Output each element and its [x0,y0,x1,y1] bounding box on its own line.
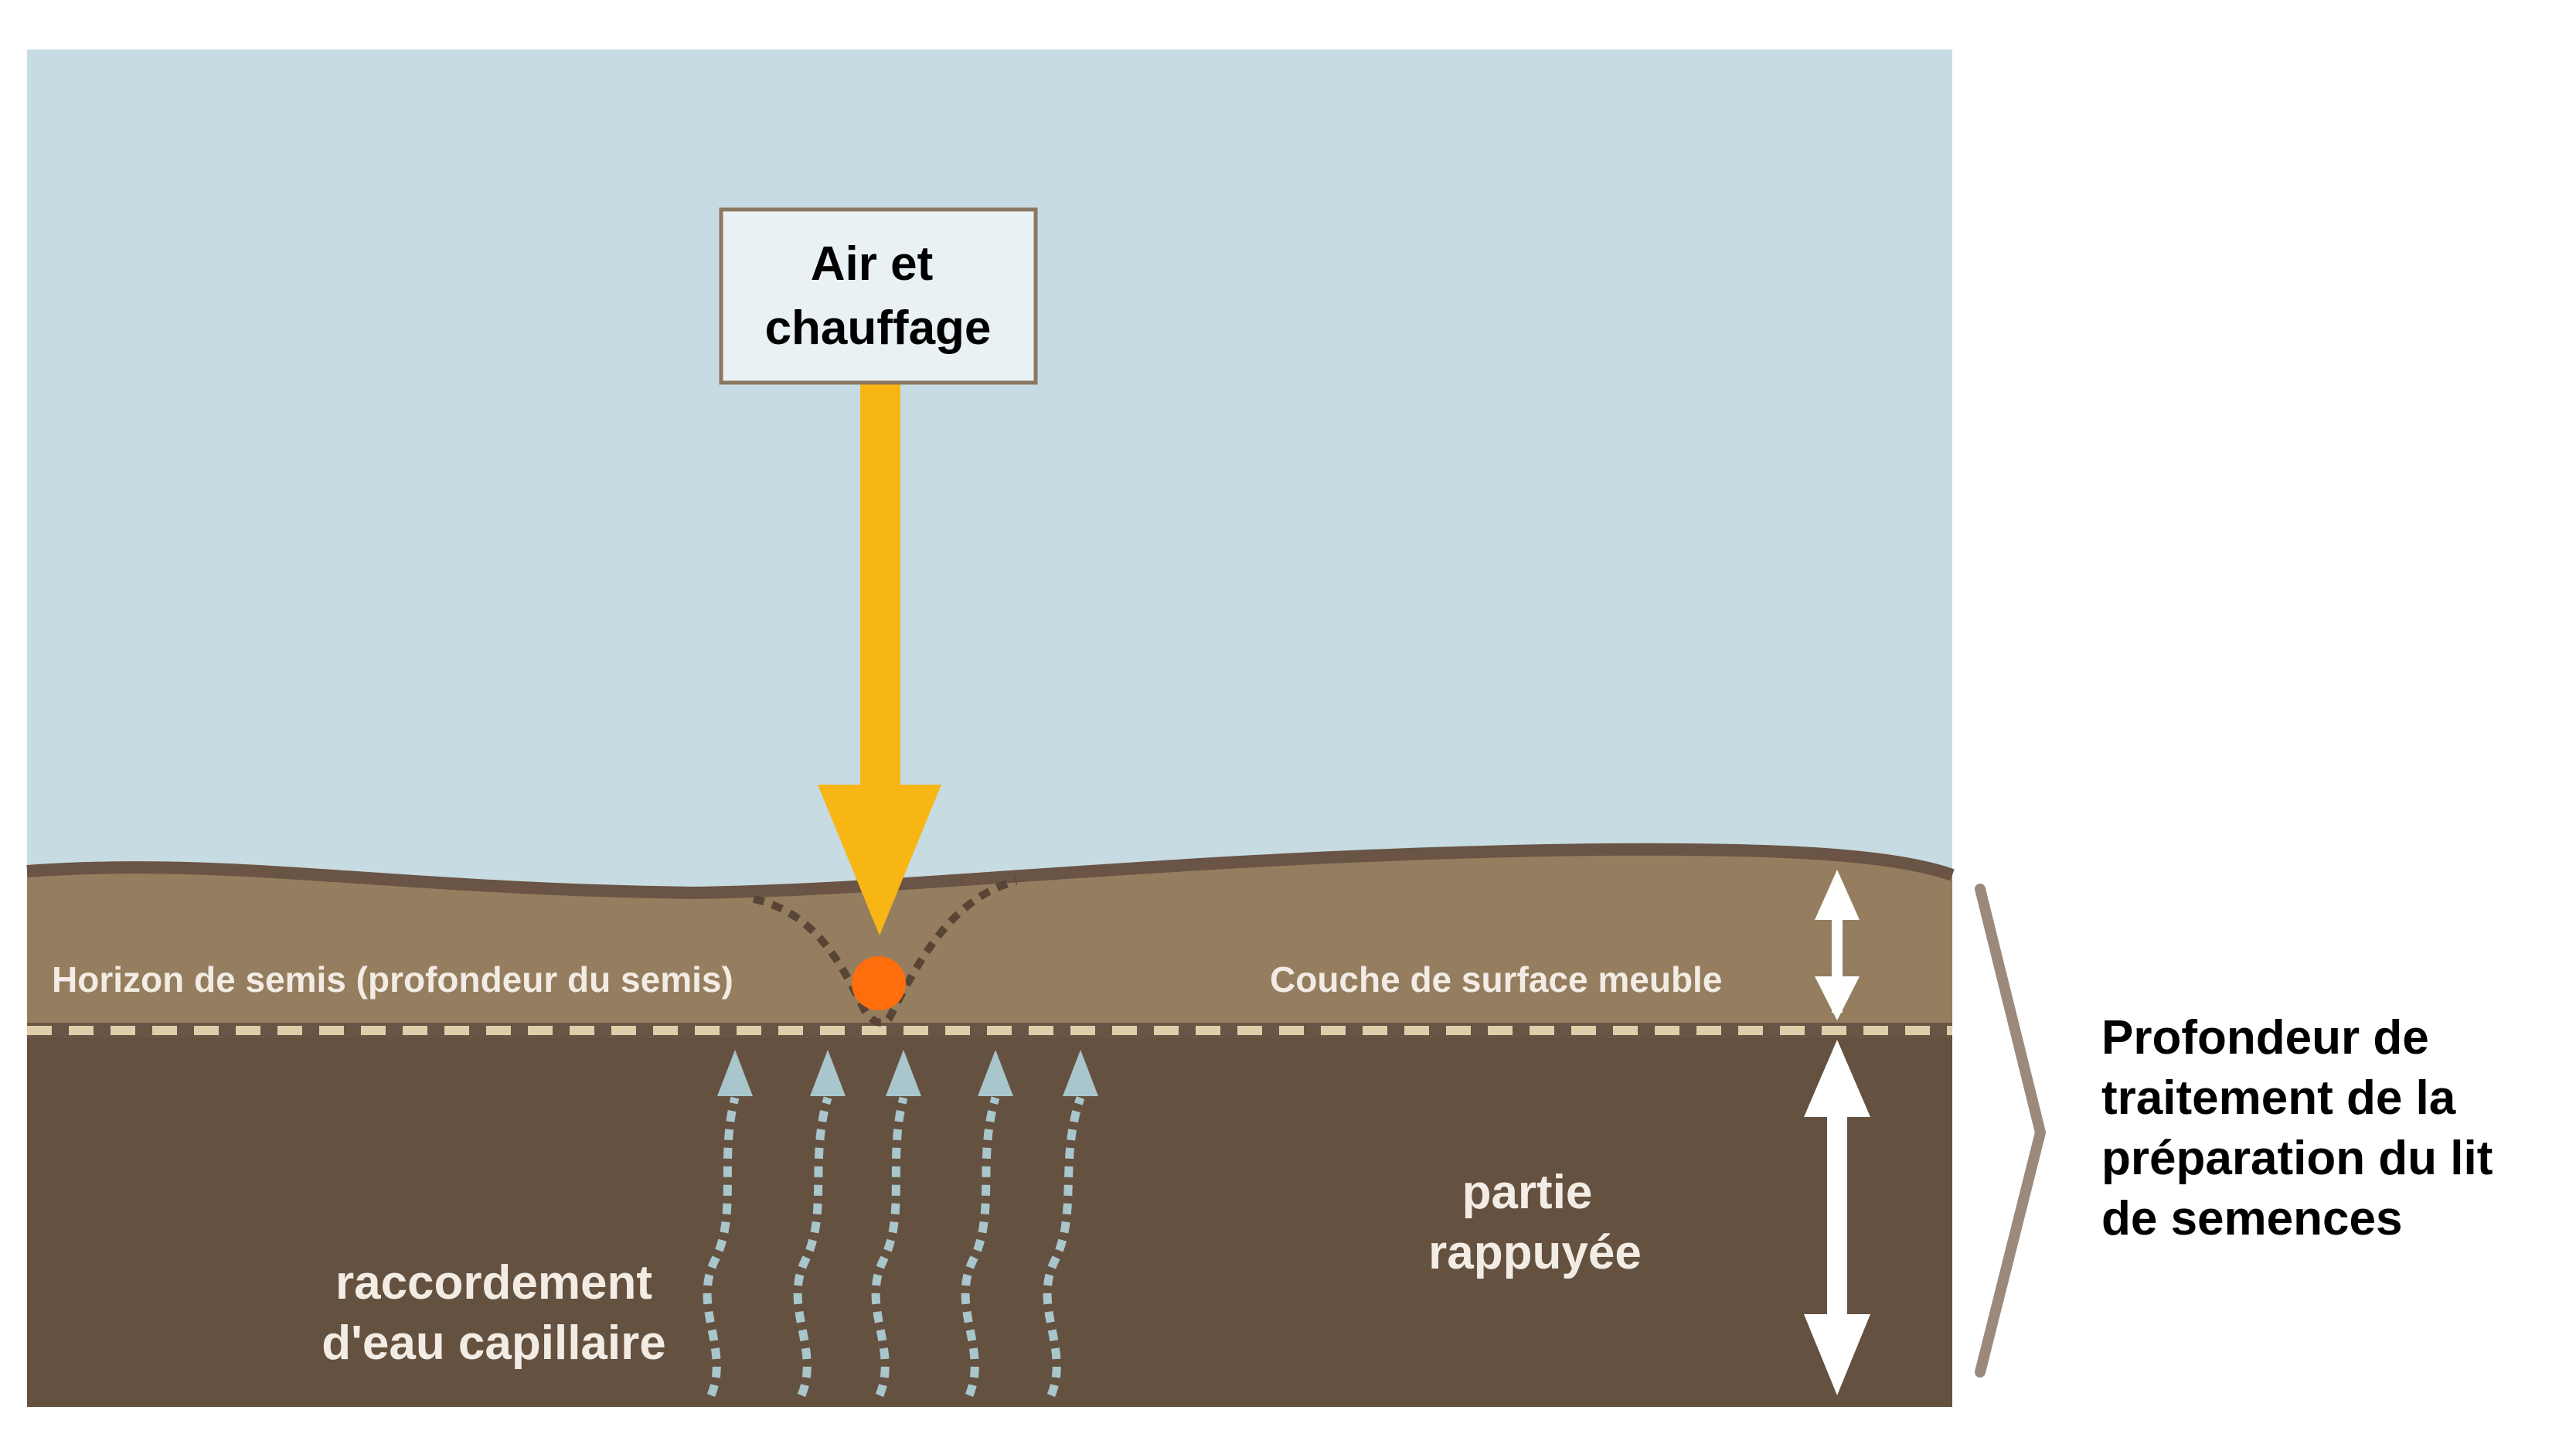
wavy-up-arrow-icon [717,1050,1098,1096]
capillary-label-line2: d'eau capillaire [322,1316,666,1370]
loose-depth-arrow-top [1815,870,1860,920]
pressed-depth-arrow-bottom [1804,1314,1870,1395]
loose-layer-label: Couche de surface meuble [1270,959,1722,1000]
double-arrow-icon [1815,870,1860,1020]
seed-icon [852,956,906,1010]
seed-horizon-label: Horizon de semis (profondeur du semis) [52,959,733,1000]
capillary-water-arrows [703,1096,1085,1398]
pressed-label-line1: partie [1462,1166,1593,1219]
pressed-depth-arrow-top [1804,1040,1870,1117]
water-arrow-2-head [810,1050,846,1096]
pressed-label-line2: rappuyée [1428,1226,1642,1279]
heat-arrow-shaft [860,381,900,791]
down-arrow-icon [818,785,941,935]
depth-label-line3: préparation du lit [2101,1132,2493,1185]
seed-furrow [752,877,1018,1027]
depth-label-line4: de semences [2101,1192,2402,1245]
topsoil-layer [27,849,1952,1030]
capillary-label-line1: raccordement [335,1256,652,1310]
right-brace-icon [1975,884,2046,1378]
water-arrow-4-head [978,1050,1013,1096]
water-arrow-1-head [717,1050,753,1096]
double-arrow-icon [1804,1040,1870,1395]
water-arrow-3-line [871,1096,908,1398]
water-arrow-5-head [1063,1050,1098,1096]
depth-label-line2: traitement de la [2101,1071,2456,1125]
water-arrow-4-line [961,1096,1000,1398]
water-arrow-3-head [886,1050,921,1096]
air-heating-label-line1: Air et [811,237,933,291]
surface-line [26,843,1955,900]
air-heating-label-line2: chauffage [765,301,992,355]
depth-label-line1: Profondeur de [2101,1011,2429,1064]
air-heating-box [719,207,1038,385]
loose-depth-arrow-bottom [1815,976,1860,1020]
water-arrow-2-line [793,1096,832,1398]
water-arrow-5-line [1043,1096,1085,1398]
pressed-depth-arrow-shaft [1827,1105,1847,1330]
water-arrow-1-line [703,1096,740,1398]
